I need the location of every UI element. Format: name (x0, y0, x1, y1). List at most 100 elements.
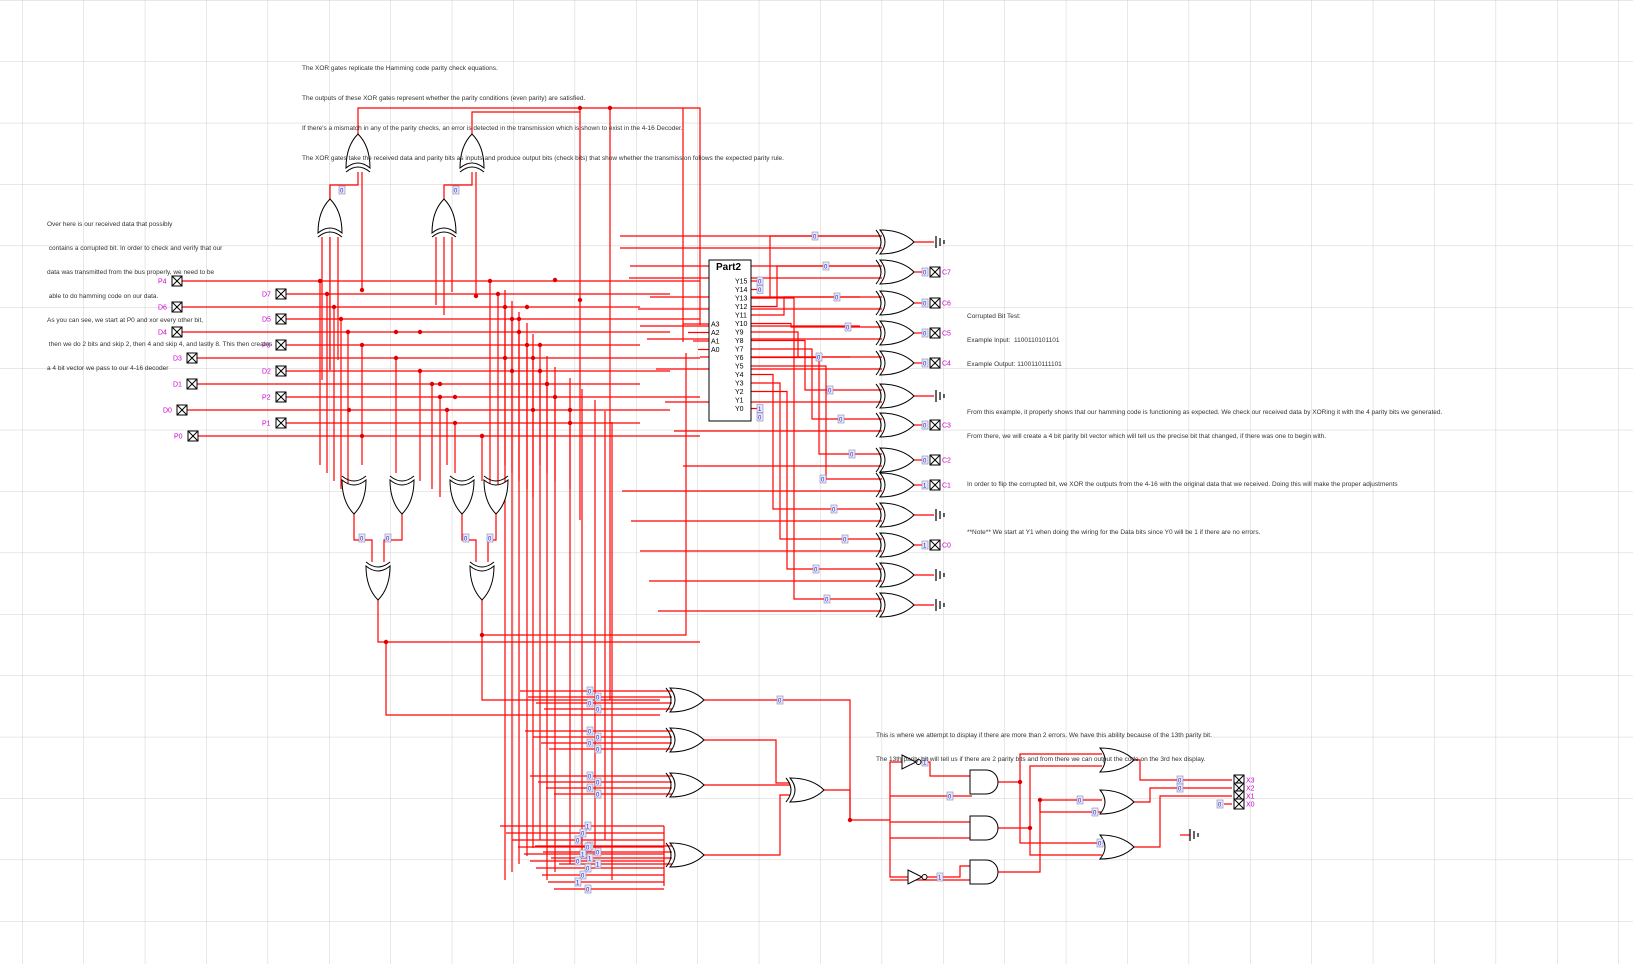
junction-dot (502, 304, 508, 310)
input-pin-label: D5 (262, 317, 271, 324)
svg-text:0: 0 (1178, 787, 1182, 793)
and-gate[interactable] (969, 859, 999, 885)
wire (998, 765, 1102, 829)
svg-text:0: 0 (576, 839, 580, 845)
input-pin-p2[interactable]: P2 (262, 391, 287, 403)
output-pin-c1[interactable]: C1 (929, 479, 951, 491)
output-pin-c5[interactable]: C5 (929, 327, 951, 339)
input-pin-d4[interactable]: D4 (158, 326, 183, 338)
input-pin-d3[interactable]: D3 (173, 352, 198, 364)
probe-value: 0 (384, 533, 392, 543)
probe-value: 0 (756, 276, 764, 286)
output-pin-c7[interactable]: C7 (929, 266, 951, 278)
junction-dot (479, 632, 485, 638)
output-pin-label: C3 (942, 423, 951, 430)
probe-value: 1 (586, 853, 594, 863)
probe-value: 0 (946, 791, 954, 801)
probe-value: 0 (921, 267, 929, 277)
probe-value: 0 (358, 533, 366, 543)
input-pin-d2[interactable]: D2 (262, 365, 287, 377)
output-pin-label: C4 (942, 361, 951, 368)
input-pin-p0[interactable]: P0 (174, 430, 199, 442)
wire (751, 373, 882, 510)
input-pin-d6[interactable]: D6 (158, 301, 183, 313)
note-bottom-line: This is where we attempt to display if t… (876, 732, 1212, 739)
hex-output-pin-x3[interactable]: X3 (1233, 774, 1255, 786)
probe-value: 0 (594, 847, 602, 857)
junction-dot (473, 293, 479, 299)
input-pin-d7[interactable]: D7 (262, 288, 287, 300)
and-gate[interactable] (969, 769, 999, 795)
wire (1134, 795, 1232, 848)
junction-dot (537, 368, 543, 374)
input-pin-p1[interactable]: P1 (262, 417, 287, 429)
input-pin-label: D7 (262, 292, 271, 299)
junction-dot (537, 342, 543, 348)
junction-dot (324, 291, 330, 297)
svg-text:0: 0 (923, 362, 927, 368)
probe-value: 0 (574, 856, 582, 866)
wire-junctions (317, 105, 1043, 831)
svg-text:0: 0 (850, 453, 854, 459)
input-pin-p4[interactable]: P4 (158, 275, 183, 287)
svg-text:0: 0 (386, 537, 390, 543)
and-gate[interactable] (969, 815, 999, 841)
probe-value: 0 (811, 231, 819, 241)
wire (383, 514, 403, 562)
junction-dot (509, 368, 515, 374)
hex-output-pin-x1[interactable]: X1 (1233, 790, 1255, 802)
svg-text:1: 1 (758, 407, 762, 413)
wire (704, 739, 790, 784)
svg-text:0: 0 (596, 748, 600, 754)
probe-value: 0 (830, 504, 838, 514)
input-pin-d5[interactable]: D5 (262, 313, 287, 325)
hex-output-label: X1 (1246, 794, 1255, 801)
input-pin-label: P1 (262, 421, 271, 428)
output-pin-c6[interactable]: C6 (929, 297, 951, 309)
output-pin-label: C6 (942, 301, 951, 308)
output-pin-c4[interactable]: C4 (929, 357, 951, 369)
output-pin-c0[interactable]: C0 (929, 539, 951, 551)
probe-value: 0 (837, 414, 845, 424)
input-pin-p3[interactable]: P3 (262, 339, 287, 351)
wire (889, 761, 902, 820)
wire (1134, 759, 1232, 781)
note-left: Over here is our received data that poss… (47, 205, 272, 381)
svg-text:0: 0 (1098, 842, 1102, 848)
hex-output-pin-x0[interactable]: X0 (1233, 798, 1255, 810)
svg-text:0: 0 (588, 787, 592, 793)
junction-dot (359, 433, 365, 439)
probe-value: 0 (1076, 795, 1084, 805)
decoder-output-label: Y10 (735, 321, 748, 328)
probe-value: 0 (584, 863, 592, 873)
svg-text:0: 0 (835, 296, 839, 302)
decoder-4-16[interactable]: Part2 Y15Y14Y13Y12Y11Y10Y9Y8Y7Y6Y5Y4Y3Y2… (708, 259, 752, 422)
probe-value: 0 (586, 738, 594, 748)
svg-text:0: 0 (828, 389, 832, 395)
output-pin-label: C7 (942, 270, 951, 277)
svg-text:0: 0 (586, 888, 590, 894)
junction-dot (393, 329, 399, 335)
note-right-line (967, 457, 1442, 465)
svg-text:0: 0 (576, 860, 580, 866)
input-pin-d0[interactable]: D0 (163, 404, 188, 416)
junction-dot (338, 316, 344, 322)
input-pin-d1[interactable]: D1 (173, 378, 198, 390)
output-pin-c3[interactable]: C3 (929, 419, 951, 431)
junction-dot (567, 420, 573, 426)
note-top-line-1: The XOR gates replicate the Hamming code… (302, 65, 498, 72)
svg-text:0: 0 (596, 793, 600, 799)
svg-text:0: 0 (360, 537, 364, 543)
junction-dot (577, 105, 583, 111)
junction-dot (346, 407, 352, 413)
svg-text:0: 0 (813, 235, 817, 241)
output-pin-c2[interactable]: C2 (929, 454, 951, 466)
input-pin-label: P4 (158, 279, 167, 286)
decoder-output-label: Y2 (735, 389, 744, 396)
hex-output-pin-x2[interactable]: X2 (1233, 782, 1255, 794)
svg-text:0: 0 (1178, 779, 1182, 785)
